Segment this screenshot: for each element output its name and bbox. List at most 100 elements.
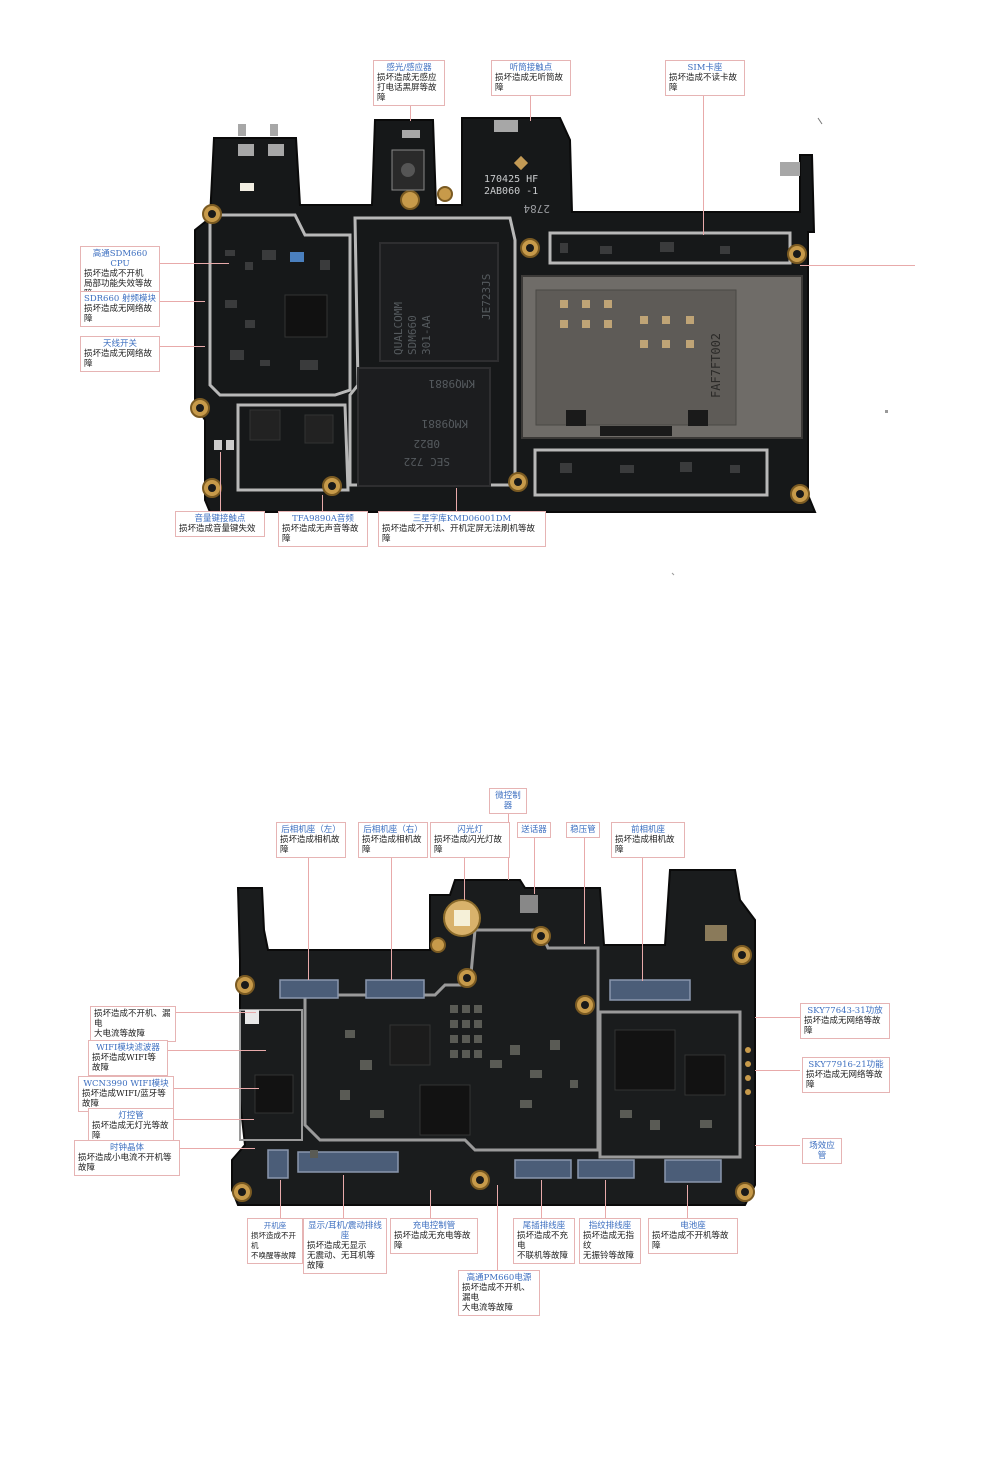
callout-fingerprint: 指纹排线座 损坏造成无指纹 无振铃等故障 bbox=[579, 1218, 641, 1264]
callout-title: 三星字库KMD06001DM bbox=[412, 514, 512, 524]
leader-top-right bbox=[800, 265, 915, 266]
callout-title: SKY77643-31功放 bbox=[807, 1006, 883, 1016]
callout-desc: 损坏造成不开机 不唤醒等故障 bbox=[251, 1231, 296, 1260]
callout-wifi-module: WCN3990 WIFI模块 损坏造成WIFI/蓝牙等故障 bbox=[78, 1076, 174, 1112]
board-code-1: 170425 HF bbox=[484, 174, 538, 185]
callout-desc: 损坏造成无网络等故障 bbox=[806, 1070, 883, 1090]
callout-antenna: 天线开关 损坏造成无网络故障 bbox=[80, 336, 160, 372]
callout-title: TFA9890A音频 bbox=[292, 514, 354, 524]
callout-light-sensor: 感光/感应器 损坏造成无感应 打电话黑屏等故障 bbox=[373, 60, 445, 106]
callout-pa2: SKY77916-21功能 损坏造成无网络等故障 bbox=[802, 1057, 890, 1093]
callout-rear-cam-left: 后相机座（左） 损坏造成相机故障 bbox=[276, 822, 346, 858]
callout-desc: 损坏造成不充电 不联机等故障 bbox=[517, 1231, 569, 1261]
callout-desc: 损坏造成音量键失效 bbox=[179, 524, 256, 534]
board-code-2: 2AB060 -1 bbox=[484, 186, 538, 197]
callout-crystal: 时钟晶体 损坏造成小电流不开机等故障 bbox=[74, 1140, 180, 1176]
leader-display bbox=[343, 1175, 344, 1218]
callout-rf: SDR660 射频模块 损坏造成无网络故障 bbox=[80, 291, 160, 327]
callout-title: 微控制器 bbox=[495, 791, 521, 811]
callout-title: 听筒接触点 bbox=[509, 63, 553, 73]
callout-fet: 场效应管 bbox=[802, 1138, 842, 1164]
callout-mic: 送话器 bbox=[517, 822, 551, 838]
leader-front-cam bbox=[642, 846, 643, 981]
callout-power-key: 开机座 损坏造成不开机 不唤醒等故障 bbox=[247, 1218, 303, 1264]
leader-light-sensor bbox=[410, 91, 411, 121]
callout-desc: 损坏造成WIFI/蓝牙等故障 bbox=[82, 1089, 166, 1109]
cpu-marking-3: 301-AA bbox=[420, 315, 433, 355]
leader-regulator bbox=[584, 834, 585, 944]
cpu-marking-4: JE723JS bbox=[480, 274, 493, 320]
callout-desc: 损坏造成无显示 无震动、无耳机等故障 bbox=[307, 1241, 376, 1271]
callout-desc: 损坏造成无充电等故障 bbox=[394, 1231, 471, 1251]
callout-micro-controller: 微控制器 bbox=[489, 788, 527, 814]
leader-earpiece bbox=[530, 81, 531, 121]
leader-wifi-filter bbox=[166, 1050, 266, 1051]
leader-fet bbox=[755, 1145, 800, 1146]
callout-audio: TFA9890A音频 损坏造成无声音等故障 bbox=[278, 511, 368, 547]
callout-pmic: 高通PM660电源 损坏造成不开机、漏电 大电流等故障 bbox=[458, 1270, 540, 1316]
callout-desc: 损坏造成不开机、漏电 大电流等故障 bbox=[462, 1283, 531, 1313]
callout-title: 闪光灯 bbox=[457, 825, 483, 835]
leader-tail bbox=[541, 1180, 542, 1218]
callout-title: 感光/感应器 bbox=[386, 63, 432, 73]
callout-led-tube: 灯控管 损坏造成无灯光等故障 bbox=[88, 1108, 174, 1144]
callout-regulator: 稳压管 bbox=[566, 822, 600, 838]
bottom-motherboard bbox=[231, 869, 756, 1206]
cpu-marking-1: QUALCOMM bbox=[392, 302, 405, 355]
top-motherboard: QUALCOMM SDM660 301-AA JE723JS KMQ9881 K… bbox=[190, 117, 817, 513]
callout-desc: 损坏造成无指纹 无振铃等故障 bbox=[583, 1231, 635, 1261]
leader-pa2 bbox=[755, 1070, 800, 1071]
callout-battery: 电池座 损坏造成不开机等故障 bbox=[648, 1218, 738, 1254]
callout-title: 高通PM660电源 bbox=[466, 1273, 532, 1283]
leader-audio bbox=[322, 495, 323, 512]
callout-desc: 损坏造成无网络等故障 bbox=[804, 1016, 881, 1036]
callout-desc: 损坏造成无网络故障 bbox=[84, 304, 153, 324]
leader-crystal bbox=[180, 1148, 255, 1149]
callout-title: 前相机座 bbox=[630, 825, 665, 835]
callout-title: 指纹排线座 bbox=[588, 1221, 632, 1231]
callout-charge-ic: 充电控制管 损坏造成无充电等故障 bbox=[390, 1218, 478, 1254]
callout-title: 稳压管 bbox=[570, 825, 596, 835]
callout-front-cam: 前相机座 损坏造成相机故障 bbox=[611, 822, 685, 858]
callout-title: 天线开关 bbox=[102, 339, 137, 349]
callout-desc: 损坏造成小电流不开机等故障 bbox=[78, 1153, 172, 1173]
leader-battery bbox=[687, 1185, 688, 1218]
leader-rf bbox=[160, 301, 205, 302]
callout-desc: 损坏造成相机故障 bbox=[362, 835, 422, 855]
callout-title: 高通SDM660 CPU bbox=[92, 249, 148, 269]
mem-marking-2: KMQ9881 bbox=[422, 417, 468, 430]
callout-emmc: 三星字库KMD06001DM 损坏造成不开机、开机定屏无法刷机等故障 bbox=[378, 511, 546, 547]
callout-title: 送话器 bbox=[521, 825, 547, 835]
leader-volume bbox=[220, 452, 221, 512]
callout-tail-conn: 尾插排线座 损坏造成不充电 不联机等故障 bbox=[513, 1218, 575, 1264]
leader-charge bbox=[430, 1190, 431, 1218]
leader-fingerprint bbox=[605, 1180, 606, 1218]
callout-title: 灯控管 bbox=[118, 1111, 144, 1121]
callout-desc: 损坏造成闪光灯故障 bbox=[434, 835, 503, 855]
callout-desc: 损坏造成不开机、漏电 大电流等故障 bbox=[94, 1009, 171, 1039]
callout-title: SKY77916-21功能 bbox=[808, 1060, 884, 1070]
mem-marking-4: SEC 722 bbox=[404, 455, 450, 468]
callout-rear-cam-right: 后相机座（右） 损坏造成相机故障 bbox=[358, 822, 428, 858]
leader-pa1 bbox=[755, 1017, 800, 1018]
callout-desc: 损坏造成不开机、开机定屏无法刷机等故障 bbox=[382, 524, 536, 544]
callout-title: WCN3990 WIFI模块 bbox=[83, 1079, 169, 1089]
callout-title: 场效应管 bbox=[809, 1141, 835, 1161]
leader-power-leak bbox=[176, 1012, 256, 1013]
callout-flash: 闪光灯 损坏造成闪光灯故障 bbox=[430, 822, 510, 858]
callout-desc: 损坏造成无听筒故障 bbox=[495, 73, 564, 93]
callout-title: SDR660 射频模块 bbox=[84, 294, 156, 304]
board-code-3: 2784 bbox=[523, 202, 550, 215]
callout-desc: 损坏造成相机故障 bbox=[280, 835, 340, 855]
callout-desc: 损坏造成WIFI等故障 bbox=[92, 1053, 156, 1073]
cpu-marking-2: SDM660 bbox=[406, 315, 419, 355]
callout-power-leak: 损坏造成不开机、漏电 大电流等故障 bbox=[90, 1006, 176, 1042]
callout-earpiece: 听筒接触点 损坏造成无听筒故障 bbox=[491, 60, 571, 96]
callout-title: 后相机座（左） bbox=[281, 825, 341, 835]
leader-wifi bbox=[174, 1088, 259, 1089]
leader-antenna bbox=[160, 346, 205, 347]
leader-power-key bbox=[280, 1180, 281, 1218]
callout-wifi-filter: WIFI模块滤波器 损坏造成WIFI等故障 bbox=[88, 1040, 168, 1076]
leader-rear-left bbox=[308, 845, 309, 980]
